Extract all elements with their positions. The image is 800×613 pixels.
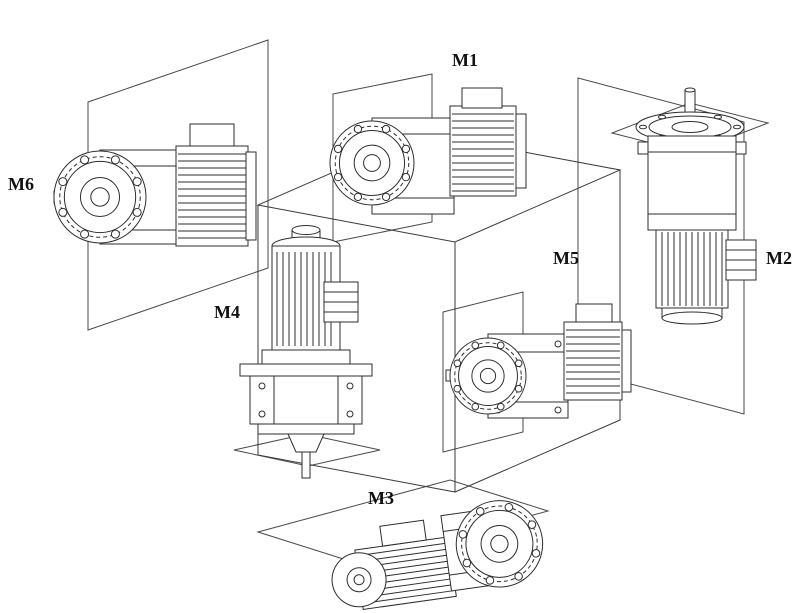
m3-fan-cover (331, 552, 387, 608)
m4-bolt-2 (346, 382, 354, 390)
m1-output-flange (329, 120, 415, 206)
mounting-plane-m3 (256, 479, 550, 564)
label-m4: M4 (214, 302, 240, 322)
gearmotor-m2 (635, 87, 757, 325)
m4-fan-cap-top (291, 225, 321, 235)
m2-flange-hub (671, 121, 709, 133)
gearmotor-m1 (329, 87, 527, 215)
m6-terminal-box (189, 123, 235, 147)
m3-motor-fins (361, 542, 454, 604)
m3-fan-cover-hub (353, 574, 365, 586)
mounting-plane-m6 (87, 39, 269, 331)
m4-bolt-4 (346, 410, 354, 418)
m2-terminal-box-ribs (726, 249, 756, 271)
m4-output-cone (287, 433, 325, 453)
m4-gear-housing (249, 375, 363, 425)
label-m1: M1 (452, 50, 478, 70)
m4-housing-ribs (273, 376, 339, 424)
m5-output-flange (449, 337, 527, 415)
m2-housing-ribs (648, 151, 736, 215)
m1-motor-body (449, 105, 517, 197)
gearmotor-m5 (445, 303, 632, 419)
m6-motor-fins (178, 153, 246, 239)
m2-shaft-end (684, 87, 696, 93)
m5-motor-body (563, 321, 623, 401)
m6-output-flange (53, 150, 147, 244)
m5-bolt-2 (554, 340, 562, 348)
gearmotor-m3 (331, 494, 549, 611)
m4-motor-adapter (261, 349, 351, 365)
m2-gear-housing (647, 135, 737, 231)
m4-output-shaft (301, 451, 311, 479)
mounting-plane-m1 (332, 73, 433, 243)
label-m6: M6 (8, 174, 34, 194)
m2-motor-fins (661, 232, 723, 306)
m4-terminal-box-ribs (324, 291, 358, 313)
mounting-plane-m4 (233, 433, 381, 467)
m2-housing-lug-right (735, 141, 747, 155)
label-m2: M2 (766, 248, 792, 268)
m4-bolt-1 (258, 382, 266, 390)
m1-fan-cover (515, 113, 527, 189)
label-m3: M3 (368, 488, 394, 508)
m6-fan-cover (245, 151, 257, 241)
label-m5: M5 (553, 248, 579, 268)
m5-terminal-box (575, 303, 613, 323)
m2-end-cap (661, 311, 723, 325)
m5-fan-cover (621, 329, 632, 393)
mounting-plane-m5 (442, 291, 524, 453)
m4-bolt-3 (258, 410, 266, 418)
cube-right-face (454, 170, 621, 493)
m4-bottom-plate (257, 423, 355, 435)
m1-terminal-box (461, 87, 503, 109)
m5-bolt-4 (554, 406, 562, 414)
m5-motor-fins (566, 329, 620, 394)
m3-terminal-box (379, 519, 427, 547)
gearmotor-m4 (239, 225, 373, 479)
m4-flange-plate (239, 363, 373, 377)
gearmotor-m6 (53, 123, 257, 247)
m2-housing-lug-left (637, 141, 649, 155)
m1-motor-fins (452, 113, 514, 192)
m3-fan-cover-inner (346, 567, 372, 593)
